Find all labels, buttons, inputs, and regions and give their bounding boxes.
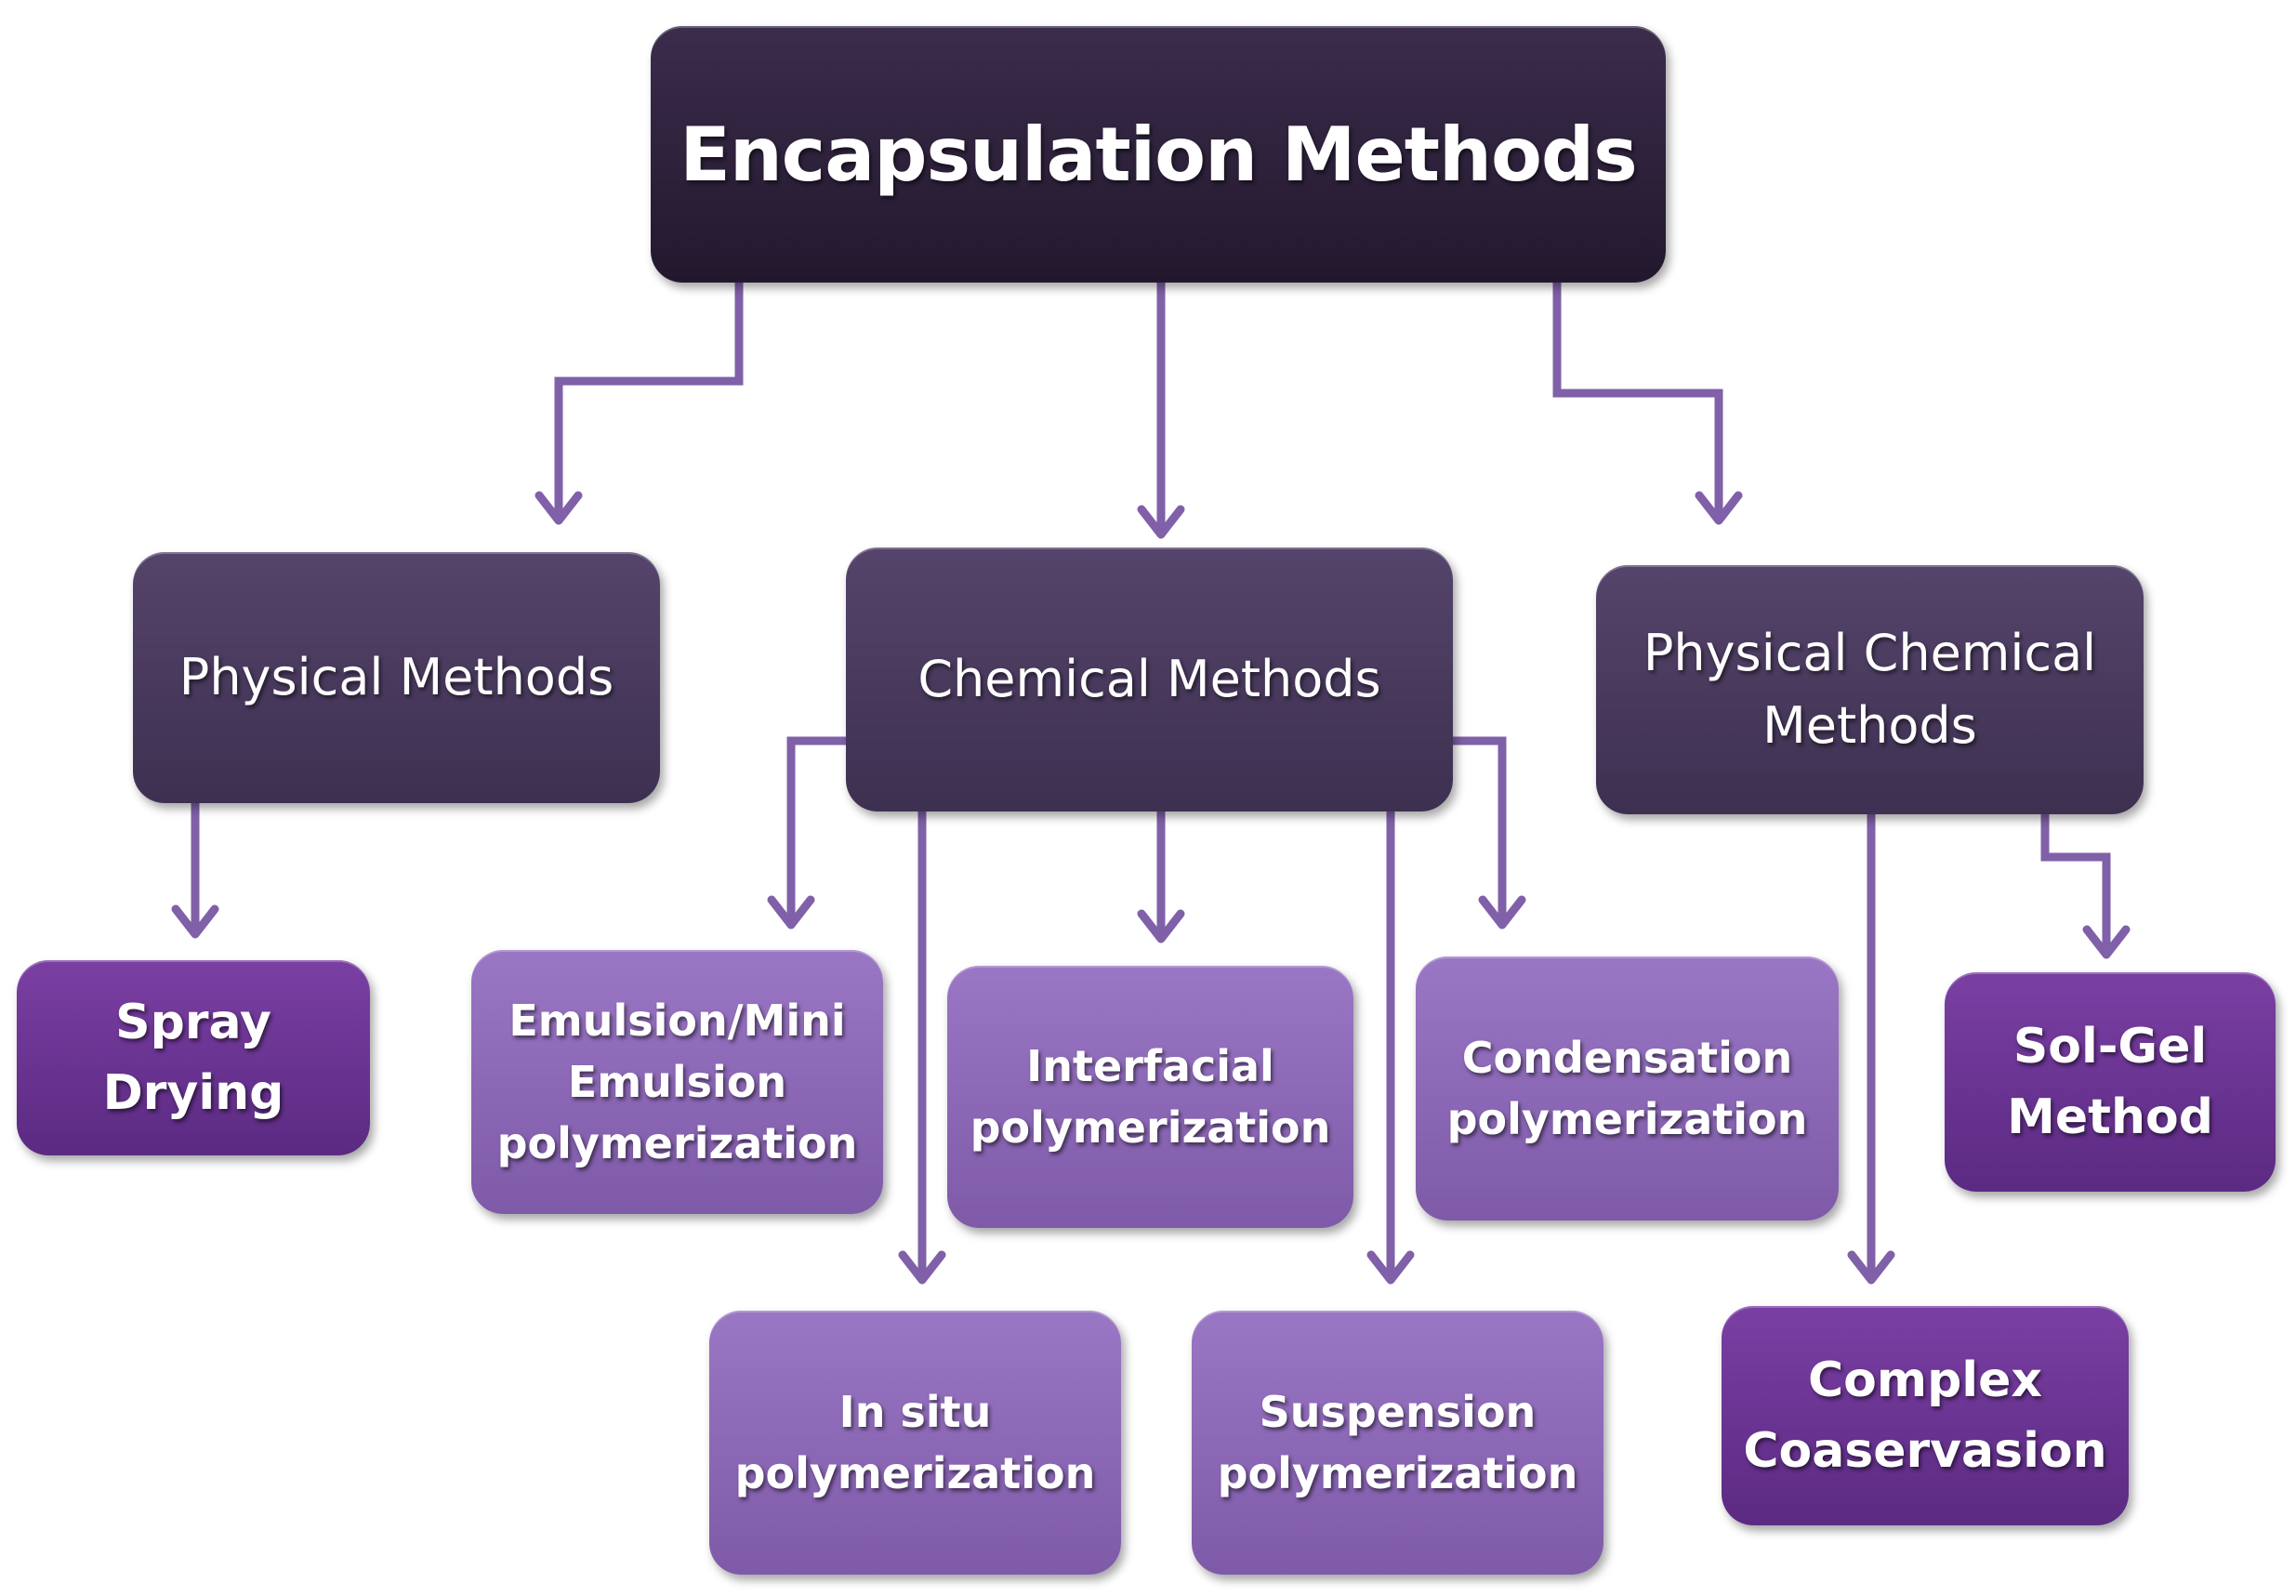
arrowhead-emulsion (767, 895, 815, 930)
arrowhead-solgel (2082, 925, 2131, 959)
arrowhead-suspension (1366, 1250, 1415, 1285)
arrowhead-spray (171, 904, 219, 939)
arrowhead-condensation (1478, 895, 1526, 930)
leaf-node-in-situ-polymerization: In situ polymerization (709, 1311, 1121, 1575)
arrowhead-interfacial (1137, 909, 1185, 943)
arrowhead-complex (1847, 1250, 1895, 1285)
arrowhead-physchem (1695, 491, 1743, 525)
leaf-node-complex-coacervation: Complex Coaservasion (1722, 1306, 2129, 1525)
leaf-label-insitu-line1: In situ (838, 1387, 992, 1437)
leaf-label-solgel-line1: Sol-Gel (2012, 1019, 2208, 1075)
arrowhead-physical (534, 491, 583, 525)
category-node-chemical-methods: Chemical Methods (846, 547, 1453, 811)
leaf-label-emulsion-line3: polymerization (496, 1118, 858, 1168)
arrow-chemical-to-condensation (1453, 736, 1507, 920)
arrow-chemical-to-emulsion (786, 736, 846, 920)
leaf-label-interfacial-line2: polymerization (970, 1102, 1331, 1153)
leaf-label-condensation-line1: Condensation (1461, 1033, 1793, 1083)
leaf-node-emulsion-polymerization: Emulsion/Mini Emulsion polymerization (471, 950, 883, 1214)
arrowhead-chemical (1137, 505, 1185, 539)
arrowhead-insitu (898, 1250, 946, 1285)
arrow-physchem-to-solgel (2040, 814, 2111, 950)
arrow-root-to-physical (554, 283, 744, 516)
leaf-label-insitu-line2: polymerization (734, 1448, 1096, 1498)
category-label-physchem-line1: Physical Chemical (1643, 624, 2097, 682)
leaf-node-sol-gel-method: Sol-Gel Method (1945, 972, 2276, 1192)
leaf-label-spray-line2: Drying (102, 1065, 284, 1121)
arrow-root-to-physchem (1552, 283, 1723, 516)
leaf-node-interfacial-polymerization: Interfacial polymerization (947, 966, 1353, 1228)
leaf-label-spray-line1: Spray (115, 995, 271, 1050)
category-label-physchem-line2: Methods (1762, 696, 1977, 755)
leaf-label-complex-line2: Coaservasion (1743, 1423, 2107, 1479)
leaf-label-interfacial-line1: Interfacial (1026, 1041, 1274, 1091)
leaf-node-condensation-polymerization: Condensation polymerization (1416, 956, 1839, 1220)
leaf-label-complex-line1: Complex (1808, 1352, 2042, 1408)
leaf-label-solgel-line2: Method (2007, 1089, 2213, 1145)
leaf-label-suspension-line2: polymerization (1217, 1448, 1578, 1498)
category-label-chemical: Chemical Methods (917, 650, 1381, 708)
leaf-label-condensation-line2: polymerization (1446, 1094, 1808, 1144)
root-label: Encapsulation Methods (680, 111, 1638, 198)
category-label-physical: Physical Methods (178, 648, 614, 706)
leaf-label-emulsion-line1: Emulsion/Mini (508, 996, 846, 1046)
category-node-physical-methods: Physical Methods (133, 552, 660, 803)
leaf-node-spray-drying: Spray Drying (17, 960, 370, 1155)
category-node-physical-chemical-methods: Physical Chemical Methods (1596, 565, 2144, 814)
leaf-label-suspension-line1: Suspension (1259, 1387, 1537, 1437)
leaf-node-suspension-polymerization: Suspension polymerization (1192, 1311, 1603, 1575)
root-node-encapsulation-methods: Encapsulation Methods (651, 26, 1666, 283)
leaf-label-emulsion-line2: Emulsion (567, 1057, 787, 1107)
